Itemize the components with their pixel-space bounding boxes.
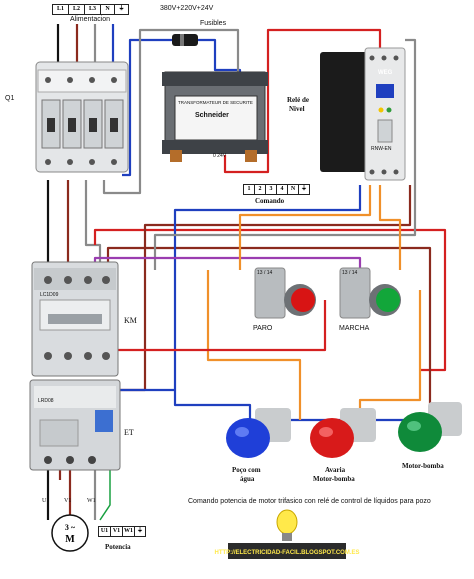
lamp-2-label-line1: Avaria (325, 466, 346, 474)
terminal-l2: L2 (69, 5, 85, 14)
supply-terminal-block: L1 L2 L3 N ⏚ (52, 4, 129, 15)
power-terminal-w: W1 (124, 527, 135, 536)
power-caption: Potencia (105, 543, 131, 551)
button-marcha[interactable] (339, 267, 401, 319)
transformer[interactable] (162, 71, 268, 162)
supply-caption: Alimentacion (70, 16, 111, 23)
fuse-label: Fusibles (200, 20, 227, 27)
relay-model: RNW-EN (371, 146, 392, 152)
bulb-logo-icon (276, 509, 298, 541)
overload-label: ET (124, 428, 134, 437)
button-paro[interactable] (254, 267, 316, 319)
control-terminal-1: 1 (244, 185, 255, 194)
supply-voltage: 380V+220V+24V (160, 5, 214, 12)
control-terminal-2: 2 (255, 185, 266, 194)
terminal-ground: ⏚ (118, 6, 125, 12)
button-paro-label: PARO (253, 325, 273, 332)
relay-label-line2: Nivel (289, 105, 305, 113)
level-relay[interactable] (320, 47, 406, 181)
lamp-pozo-agua (226, 408, 291, 458)
wire-grey-relay (153, 38, 417, 270)
wire-orange-1 (238, 185, 372, 270)
contactor-km[interactable] (31, 261, 119, 377)
transformer-brand: Schneider (195, 112, 229, 119)
wire-orange-3 (206, 270, 302, 420)
logo-text: HTTP://ELECTRICIDAD-FACIL.BLOGSPOT.COM.E… (215, 550, 360, 556)
button-marcha-label: MARCHA (339, 325, 370, 332)
terminal-l3: L3 (85, 5, 101, 14)
relay-label-line1: Relé de (287, 96, 309, 104)
transformer-out-label: 0 24V (213, 153, 227, 159)
lamp-2-label-line2: Motor-bomba (313, 475, 355, 483)
wire-red-24v (223, 28, 382, 174)
power-terminal-ground: ⏚ (136, 528, 143, 534)
svg-text:M: M (65, 534, 75, 545)
terminal-l1: L1 (53, 5, 69, 14)
breaker-label: Q1 (5, 95, 15, 102)
overload-model: LRD08 (38, 398, 54, 404)
control-terminal-block: 1 2 3 4 N ⏚ (243, 184, 310, 195)
transformer-title: TRANSFORMATEUR DE SECURITE (178, 100, 253, 105)
lamp-motor-bomba (398, 402, 462, 452)
lamp-1-label-line2: água (240, 475, 255, 483)
fuse[interactable] (172, 34, 198, 46)
wire-orange-2 (378, 185, 402, 270)
wire-purple (93, 256, 362, 270)
control-terminal-4: 4 (277, 185, 288, 194)
wire-q1-km-3 (84, 180, 102, 268)
power-terminal-v: V1 (111, 527, 123, 536)
motor-phase-w: W1 (87, 498, 96, 504)
power-terminal-block: U1 V1 W1 ⏚ (98, 526, 146, 537)
wire-red-loop (93, 228, 447, 372)
wire-blue-lamp (173, 390, 252, 420)
control-terminal-3: 3 (266, 185, 277, 194)
wire-grey-top (102, 28, 240, 195)
relay-brand: WEG (378, 70, 393, 76)
lamp-1-label-line1: Poço com (232, 466, 261, 474)
motor-phase-u: U1 (42, 498, 50, 504)
control-terminal-n: N (288, 185, 299, 194)
diagram-caption: Comando potencia de motor trifasico con … (188, 498, 431, 505)
motor-symbol: 3 ~ M (51, 514, 89, 552)
button-marcha-contacts: 13 / 14 (342, 270, 358, 276)
wire-red-lower (110, 300, 327, 352)
lamp-avaria (310, 408, 376, 458)
logo-band (228, 543, 346, 559)
contactor-model: LC1D09 (40, 292, 59, 298)
terminal-n: N (101, 5, 115, 14)
lamp-3-label-line1: Motor-bomba (402, 462, 444, 470)
contactor-label: KM (124, 316, 137, 325)
wire-neutral-top (122, 38, 175, 177)
power-terminal-u: U1 (99, 527, 111, 536)
wire-green-ground (99, 470, 111, 521)
control-terminal-ground: ⏚ (300, 186, 307, 192)
svg-text:3 ~: 3 ~ (65, 523, 76, 532)
wire-blue-control (60, 185, 362, 392)
overload-relay-et[interactable] (29, 379, 121, 471)
breaker-q1[interactable] (35, 61, 129, 173)
control-caption: Comando (255, 197, 285, 205)
motor-phase-v: V1 (64, 498, 72, 504)
button-paro-contacts: 13 / 14 (257, 270, 273, 276)
